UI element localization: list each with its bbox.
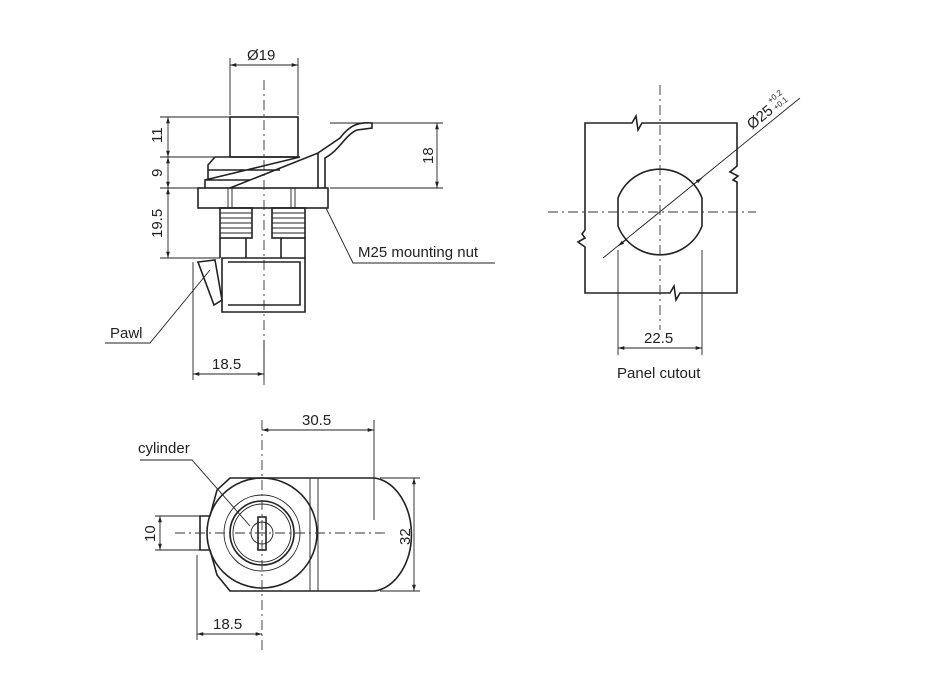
label-mounting-nut: M25 mounting nut: [358, 244, 479, 261]
side-view: Ø19 11 9 19.5 18 18.5 M25 mounting nut P…: [105, 47, 495, 385]
dim-9: 9: [149, 169, 166, 177]
dim-22-5: 22.5: [644, 330, 673, 347]
panel-cutout-view: Ø25 +0.2 +0.1 22.5 Panel cutout: [548, 85, 801, 382]
thread: [219, 207, 306, 239]
dim-18-5-front: 18.5: [213, 616, 242, 633]
dim-11: 11: [149, 127, 166, 143]
label-pawl: Pawl: [110, 325, 143, 342]
dim-30-5: 30.5: [302, 412, 331, 429]
dim-18-5: 18.5: [212, 356, 241, 373]
dim-19-5: 19.5: [149, 209, 166, 238]
label-cylinder: cylinder: [138, 440, 190, 457]
dim-18: 18: [420, 147, 437, 164]
dim-10: 10: [142, 525, 159, 542]
front-view: 30.5 32 10 18.5 cylinder: [138, 412, 420, 650]
dim-32: 32: [397, 528, 414, 545]
dim-diameter-19: Ø19: [247, 47, 275, 64]
dim-diameter-25: Ø25: [744, 102, 777, 133]
panel-cutout-caption: Panel cutout: [617, 365, 701, 382]
